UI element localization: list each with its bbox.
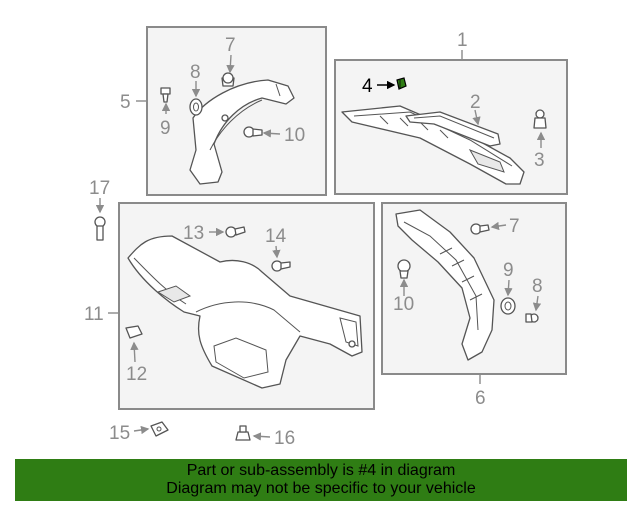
bolt-10-lower [397,259,411,279]
callout-8-lower: 8 [532,276,543,297]
clip-3 [533,109,547,129]
callout-1: 1 [457,30,468,51]
callout-7-upper: 7 [225,35,236,56]
banner-line-2: Diagram may not be specific to your vehi… [166,480,476,497]
callout-5: 5 [120,92,131,113]
liftgate-trim-11 [127,235,363,389]
callout-6: 6 [475,388,486,409]
callout-9-upper: 9 [160,118,171,139]
clip-16 [235,425,251,441]
callout-15: 15 [109,423,130,444]
clip-4-highlighted [396,77,407,90]
callout-3: 3 [534,150,545,171]
pillar-trim-6 [395,209,495,361]
callout-12: 12 [126,364,147,385]
screw-14 [271,260,291,272]
trim-strip-2 [405,111,501,147]
callout-9-lower: 9 [503,260,514,281]
callout-7-lower: 7 [509,216,520,237]
washer-9-lower [500,297,516,315]
info-banner: Part or sub-assembly is #4 in diagram Di… [15,459,627,501]
screw-13 [225,226,246,238]
leader-lines [95,54,546,441]
callout-10-upper: 10 [284,125,305,146]
banner-line-1: Part or sub-assembly is #4 in diagram [186,462,456,479]
callout-16: 16 [274,428,295,449]
callout-17: 17 [89,178,110,199]
callout-8-upper: 8 [190,62,201,83]
pillar-trim-upper [189,79,295,185]
screw-7-upper [221,72,235,87]
callout-11: 11 [84,304,104,325]
callout-10-lower: 10 [393,294,414,315]
parts-diagram: 1 2 3 4 5 6 7 7 8 8 9 9 10 10 11 12 13 1… [84,26,568,449]
callout-14: 14 [265,226,287,247]
callout-13: 13 [183,223,204,244]
grommet-8-lower [525,313,539,323]
clip-15 [150,421,169,437]
screw-7-lower [470,223,490,235]
clip-12 [125,325,143,339]
callout-2: 2 [470,92,481,113]
callout-4: 4 [362,76,373,97]
grommet-8-upper [189,98,203,116]
clip-17 [94,216,106,241]
clip-9-upper [160,87,171,103]
bolt-10-upper [243,126,263,138]
